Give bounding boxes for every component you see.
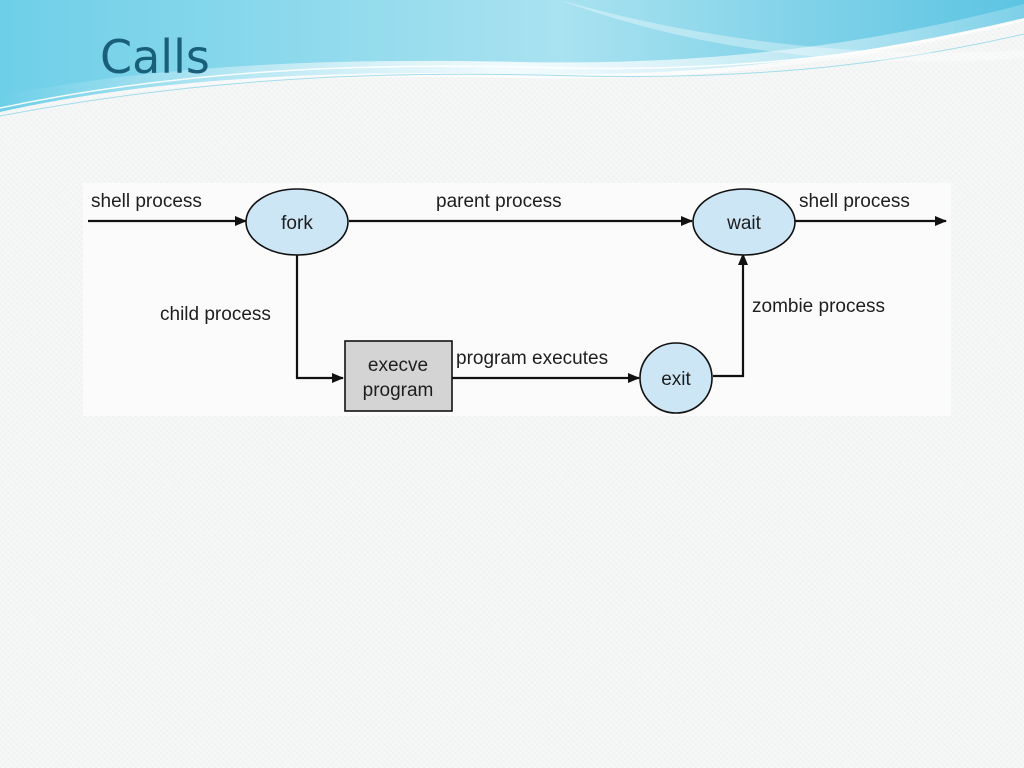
edge-exit-to-wait [713,253,748,378]
slide-title: Illustration of Process Control Calls [100,0,774,94]
node-wait: wait [692,188,796,256]
node-exit: exit [639,342,713,414]
node-exit-label: exit [661,369,691,390]
header-wave-decoration [0,0,1024,117]
label-parent-process: parent process [436,191,562,212]
node-wait-label: wait [726,213,762,234]
slide-title-line-1: Illustration of Process Control [100,0,774,10]
node-execve-program: execve program [344,340,453,412]
label-program-executes: program executes [456,348,608,369]
label-zombie-process: zombie process [752,296,885,317]
node-execve-label-line-2: program [363,380,434,401]
label-shell-process-in: shell process [91,191,202,212]
label-shell-process-out: shell process [799,191,910,212]
node-execve-label-line-1: execve [368,355,428,376]
label-child-process: child process [160,304,271,325]
node-fork: fork [245,188,349,256]
node-fork-label: fork [281,213,313,234]
slide-title-line-2: Calls [100,30,210,84]
edge-fork-to-execve [295,254,344,383]
